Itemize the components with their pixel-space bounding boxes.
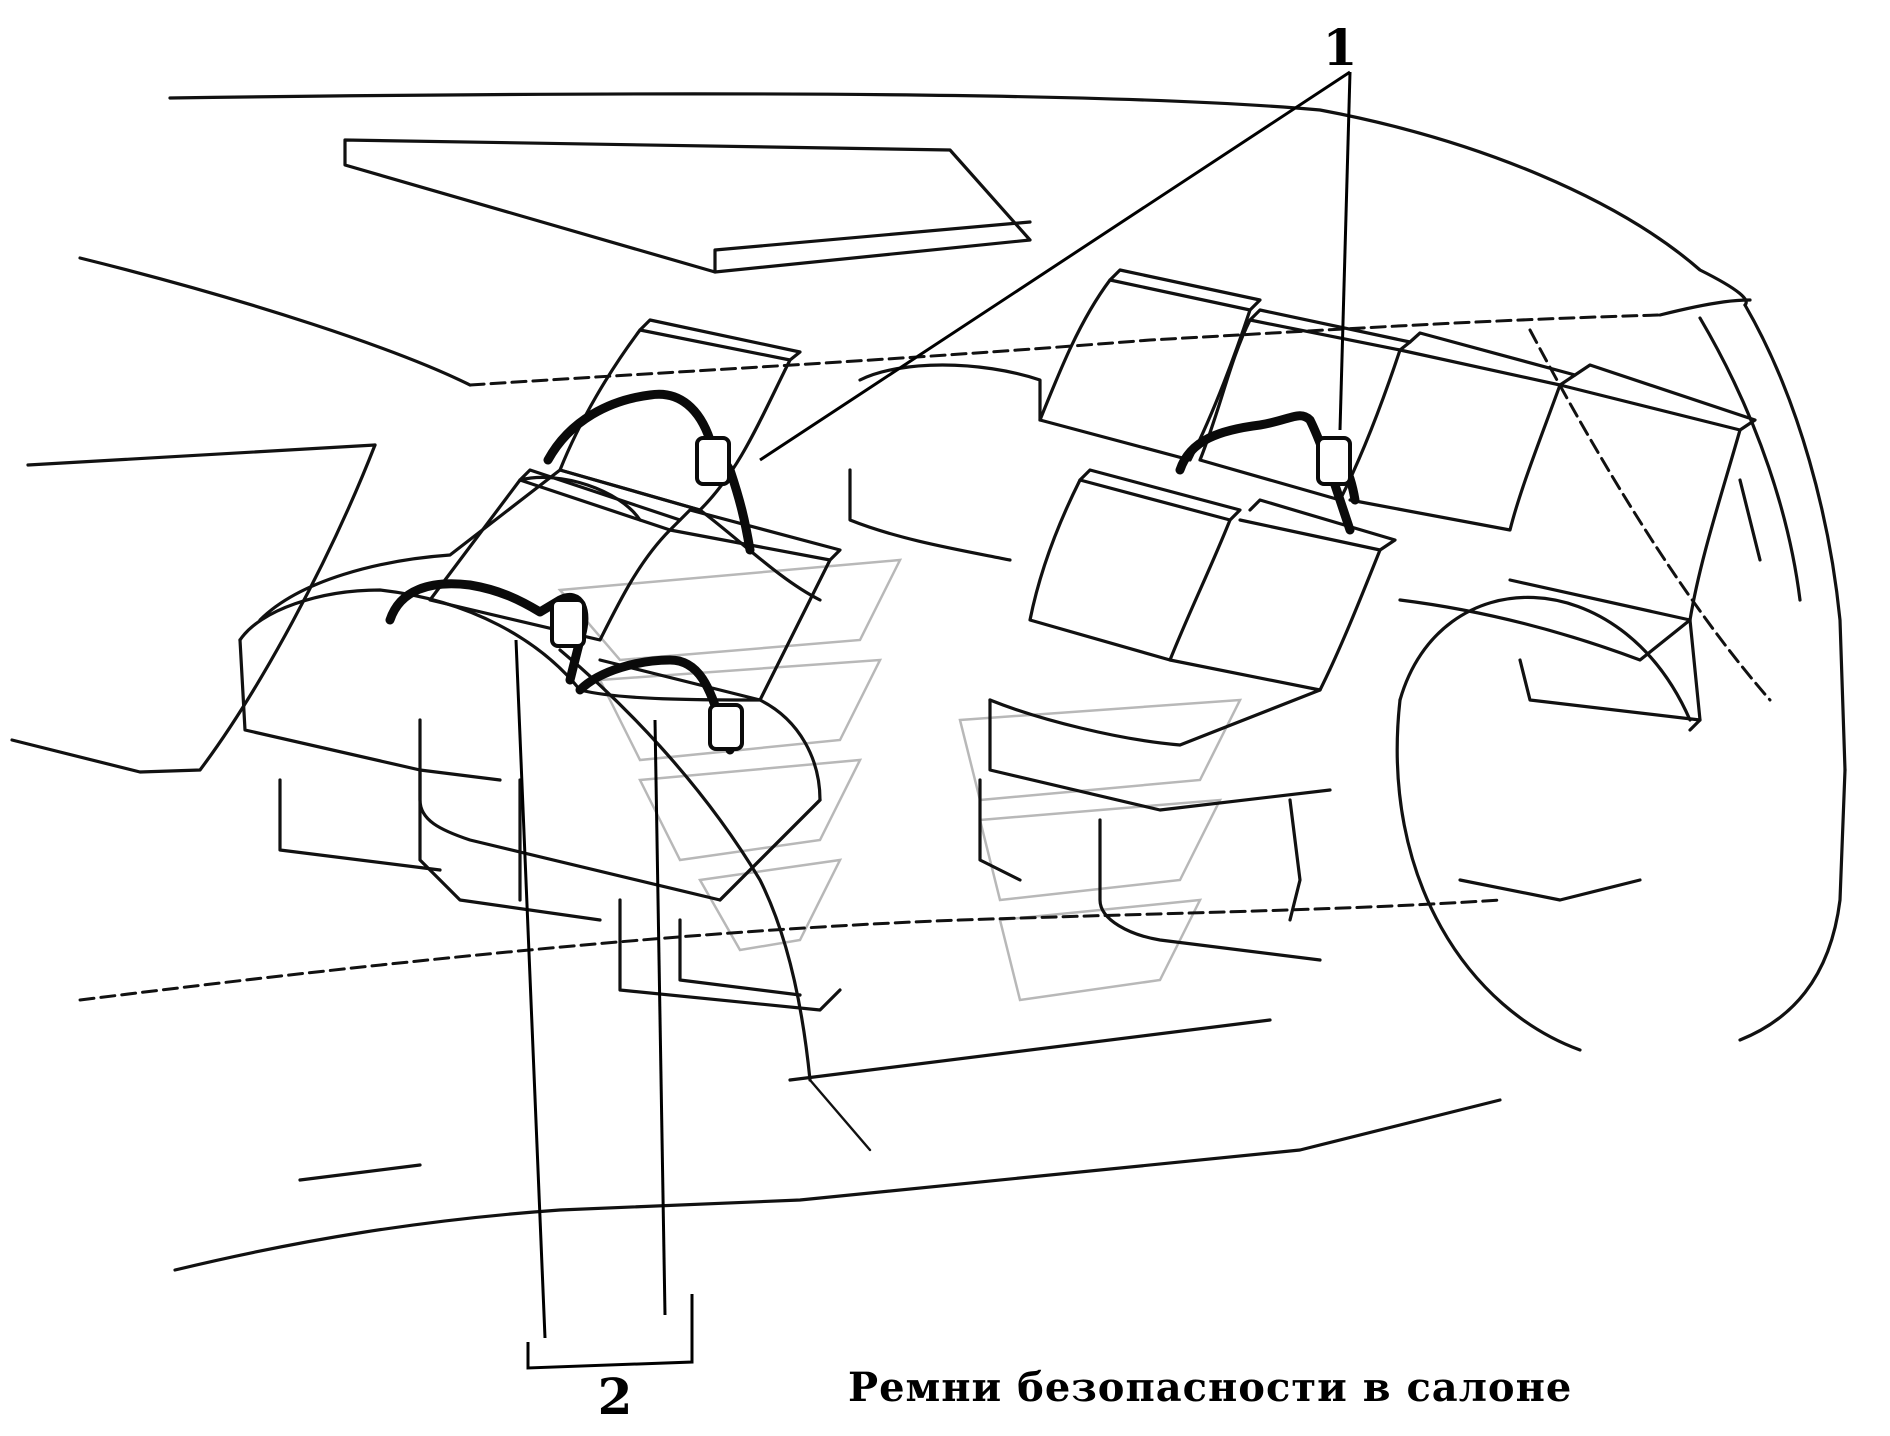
leader-1-right (1338, 71, 1352, 431)
belt-buckle (708, 703, 744, 751)
seat-row-front-right (848, 268, 1397, 962)
belt-front-left-upper (543, 389, 755, 555)
vehicle-body-outline (10, 92, 1847, 1272)
belt-front-left-lower (575, 655, 735, 755)
callout-leaders (514, 70, 1352, 1370)
seat-belts (385, 389, 1360, 755)
leader-2-right (653, 719, 667, 1316)
leader-2-left (514, 639, 547, 1339)
belt-buckle (1316, 436, 1352, 486)
seat-row-rear (1198, 308, 1762, 732)
callout-label-2: 2 (598, 1367, 633, 1426)
belt-buckle (550, 598, 586, 648)
sunroof-panel (343, 138, 1032, 274)
callout-label-1: 1 (1323, 18, 1358, 77)
seat-row-front-left (238, 318, 842, 1012)
leader-1-left (759, 70, 1351, 462)
figure-caption: Ремни безопасности в салоне (848, 1364, 1573, 1411)
belt-buckle (695, 436, 731, 486)
leader-2-bracket (526, 1294, 694, 1370)
